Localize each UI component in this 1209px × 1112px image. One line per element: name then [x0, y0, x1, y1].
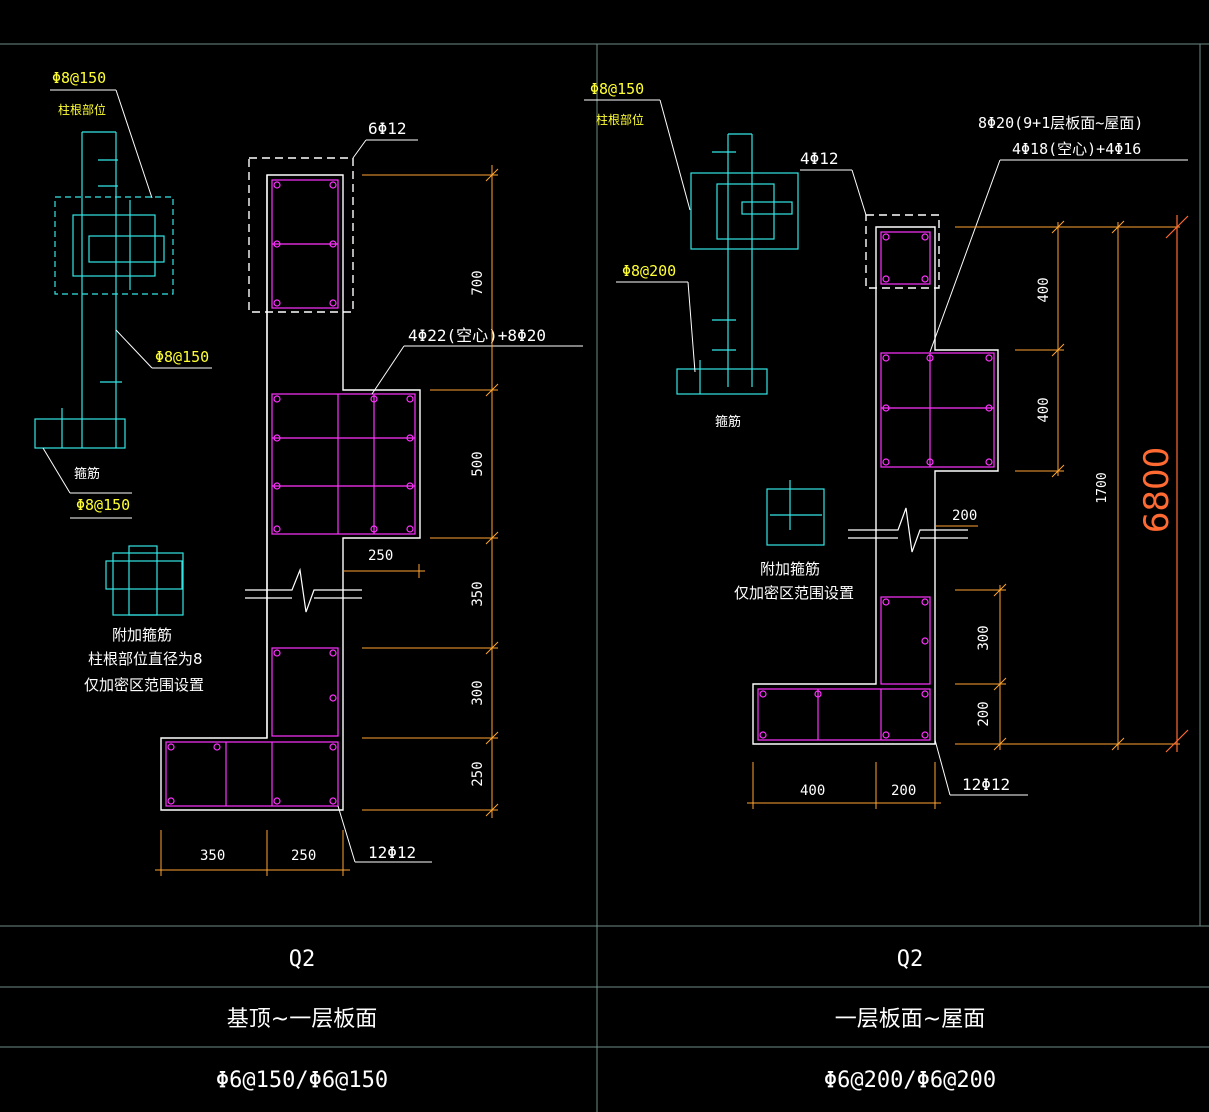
right-base-top-sub: 柱根部位	[596, 112, 644, 127]
left-column-base-detail	[34, 131, 174, 449]
left-base-mid-label: Φ8@150	[155, 348, 209, 366]
right-dim-6800: 6800	[1137, 447, 1177, 534]
left-column-base-leaders	[42, 89, 212, 519]
table-right-name: Q2	[897, 947, 924, 972]
left-break-line	[245, 567, 362, 613]
left-vertical-dimension	[343, 165, 499, 818]
right-dim-1700: 1700	[1095, 472, 1110, 503]
drawing-frame	[0, 43, 1209, 1112]
left-dim-offset: 250	[368, 548, 393, 564]
left-section-rebar	[165, 179, 416, 807]
left-dim-300: 300	[470, 680, 486, 705]
left-dim-700: 700	[470, 270, 486, 295]
left-extra-stirrup-icon	[105, 545, 184, 616]
right-total-dimension	[1165, 215, 1189, 753]
left-extra-line1: 附加箍筋	[112, 626, 172, 644]
table-left-name: Q2	[289, 947, 316, 972]
right-section-outline	[752, 214, 999, 745]
right-base-stirrup-label: 箍筋	[715, 414, 741, 430]
left-extra-line3: 仅加密区范围设置	[84, 676, 204, 694]
right-dim-400a: 400	[1036, 277, 1052, 302]
right-dim-200mid: 200	[952, 508, 977, 524]
right-extra-line2: 仅加密区范围设置	[734, 584, 854, 602]
table-right-range: 一层板面~屋面	[835, 1007, 985, 1032]
right-vertical-dimension	[935, 220, 1180, 751]
right-bottom-dimension	[747, 762, 941, 809]
right-column-base-leaders	[584, 99, 696, 373]
right-dim-400bottom: 400	[800, 783, 825, 799]
left-bottom-dimension	[155, 830, 350, 876]
left-section-leaders	[337, 139, 583, 863]
left-extra-line2: 柱根部位直径为8	[88, 650, 203, 668]
right-extra-stirrup-icon	[766, 480, 825, 546]
left-base-top-sub: 柱根部位	[58, 102, 106, 117]
left-dim-350: 350	[470, 581, 486, 606]
left-base-stirrup-label: 箍筋	[74, 466, 100, 482]
table-left-stirrup: Φ6@150/Φ6@150	[216, 1068, 388, 1093]
left-dim-250b: 250	[291, 848, 316, 864]
right-bottom-rebar-label: 12Φ12	[962, 775, 1010, 794]
left-mid-rebar-label: 4Φ22(空心)+8Φ20	[408, 326, 546, 345]
right-column-base-detail	[676, 133, 799, 395]
right-dim-400b: 400	[1036, 397, 1052, 422]
right-base-mid-label: Φ8@200	[622, 262, 676, 280]
right-cap-rebar-label: 4Φ12	[800, 149, 839, 168]
right-dim-200bottom: 200	[891, 783, 916, 799]
right-section-leaders	[800, 159, 1188, 796]
right-dim-300: 300	[976, 625, 992, 650]
left-base-bottom-label: Φ8@150	[76, 496, 130, 514]
left-dim-500: 500	[470, 451, 486, 476]
left-dim-350b: 350	[200, 848, 225, 864]
right-dim-200v: 200	[976, 701, 992, 726]
right-top-rebar-label-1: 8Φ20(9+1层板面~屋面)	[978, 114, 1143, 132]
left-top-rebar-label: 6Φ12	[368, 119, 407, 138]
left-base-top-label: Φ8@150	[52, 69, 106, 87]
table-right-stirrup: Φ6@200/Φ6@200	[824, 1068, 996, 1093]
right-section-rebar	[757, 231, 995, 741]
right-top-rebar-label-2: 4Φ18(空心)+4Φ16	[1012, 140, 1141, 158]
right-break-line	[848, 507, 968, 553]
left-section-outline	[160, 157, 421, 811]
left-dim-250v: 250	[470, 761, 486, 786]
left-bottom-rebar-label: 12Φ12	[368, 843, 416, 862]
right-base-top-label: Φ8@150	[590, 80, 644, 98]
table-left-range: 基顶~一层板面	[227, 1007, 377, 1032]
right-extra-line1: 附加箍筋	[760, 560, 820, 578]
